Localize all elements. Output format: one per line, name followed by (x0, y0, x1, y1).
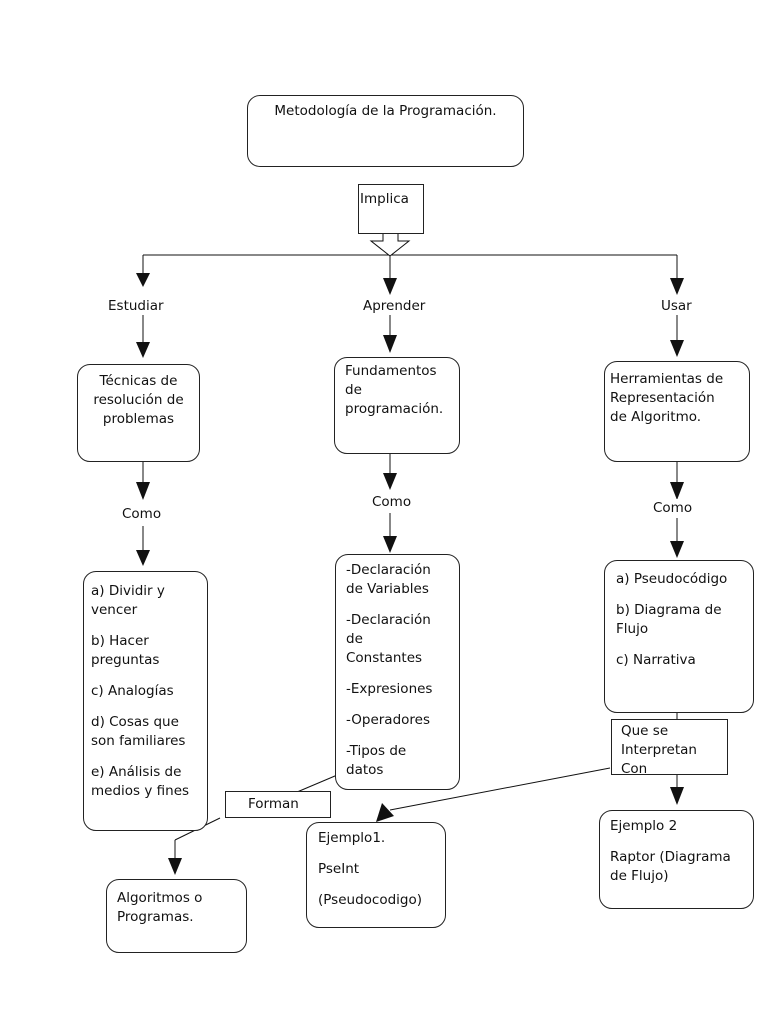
list-item-text: c) Analogías (91, 683, 174, 699)
interpretan-box: Que se Interpretan Con (611, 719, 728, 775)
topic-box-estudiar: Técnicas de resolución de problemas (77, 364, 200, 462)
list-item-text: b) Diagrama de (616, 602, 722, 618)
arrowhead (383, 278, 397, 295)
list-item: b) Hacer preguntas (91, 632, 207, 670)
list-item-text: son familiares (91, 733, 186, 749)
topic-line: problemas (102, 411, 175, 427)
topic-line: Técnicas de (99, 373, 178, 389)
list-item-text: preguntas (91, 652, 160, 668)
example-line: PseInt (318, 861, 360, 877)
root-node: Metodología de la Programación. (247, 95, 524, 167)
arrowhead (670, 278, 684, 295)
implica-label: Implica (360, 191, 409, 207)
list-item-text: datos (346, 762, 384, 778)
list-item-text: Constantes (346, 650, 423, 666)
list-item: c) Analogías (91, 682, 207, 701)
como-label-usar: Como (653, 499, 693, 517)
arrowhead (383, 335, 397, 353)
list-item-text: d) Cosas que (91, 714, 179, 730)
list-item: -Expresiones (346, 680, 459, 699)
example-line: (Pseudocodigo) (318, 892, 422, 908)
example-line: Raptor (Diagrama (610, 849, 731, 865)
list-item: a) Pseudocódigo (616, 570, 753, 589)
example-line: de Flujo) (610, 868, 669, 884)
arrowhead (670, 340, 684, 357)
forman-label: Forman (248, 796, 299, 812)
topic-line: de (345, 382, 362, 398)
algoritmos-line: Algoritmos o (117, 890, 203, 906)
topic-line: de Algoritmo. (610, 409, 702, 425)
forman-box: Forman (225, 791, 331, 818)
arrowhead (136, 273, 150, 287)
como-label-aprender: Como (372, 493, 412, 511)
list-item-text: -Declaración (346, 612, 431, 628)
topic-line: Herramientas de (610, 371, 724, 387)
block-arrow-icon (369, 232, 411, 257)
interpretan-connector (389, 767, 611, 811)
interpretan-line: Que se (621, 723, 669, 739)
list-item-text: c) Narrativa (616, 652, 696, 668)
topic-line: Representación (610, 390, 715, 406)
list-box-usar: a) Pseudocódigo b) Diagrama de Flujo c) … (604, 560, 754, 713)
list-item: -Operadores (346, 711, 459, 730)
interpretan-line: Interpretan (621, 742, 697, 758)
example-box-1: Ejemplo1. PseInt (Pseudocodigo) (306, 822, 446, 928)
list-item-text: e) Análisis de (91, 764, 182, 780)
verb-usar: Usar (661, 297, 692, 315)
algoritmos-box: Algoritmos o Programas. (106, 879, 247, 953)
list-item-text: -Tipos de (346, 743, 407, 759)
example-line: Ejemplo 2 (610, 818, 678, 834)
list-item: e) Análisis de medios y fines (91, 763, 207, 801)
arrowhead (383, 536, 397, 553)
interpretan-line: Con (621, 761, 648, 775)
list-box-aprender: -Declaración de Variables -Declaración d… (335, 554, 460, 790)
list-item: -Tipos de datos (346, 742, 459, 780)
arrowhead (136, 550, 150, 566)
implica-box: Implica (358, 184, 424, 234)
list-box-estudiar: a) Dividir y vencer b) Hacer preguntas c… (83, 571, 208, 831)
list-item-text: de (346, 631, 363, 647)
list-item-text: -Declaración (346, 562, 431, 578)
list-item-text: -Operadores (346, 712, 430, 728)
list-item-text: a) Pseudocódigo (616, 571, 728, 587)
list-item-text: vencer (91, 602, 138, 618)
list-item-text: -Expresiones (346, 681, 433, 697)
arrowhead (168, 858, 182, 875)
como-label-estudiar: Como (122, 505, 162, 523)
arrowhead (670, 787, 684, 805)
topic-line: resolución de (93, 392, 184, 408)
list-item-text: b) Hacer (91, 633, 149, 649)
list-item: d) Cosas que son familiares (91, 713, 207, 751)
algoritmos-line: Programas. (117, 909, 194, 925)
topic-line: Fundamentos (345, 363, 437, 379)
list-item: c) Narrativa (616, 651, 753, 670)
list-item-text: medios y fines (91, 783, 190, 799)
arrowhead (383, 473, 397, 490)
list-item: -Declaración de Variables (346, 561, 459, 599)
arrowhead (670, 541, 684, 558)
topic-box-aprender: Fundamentos de programación. (334, 357, 460, 454)
topic-line: programación. (345, 401, 444, 417)
arrowhead (136, 342, 150, 358)
example-line: Ejemplo1. (318, 830, 386, 846)
verb-aprender: Aprender (363, 297, 426, 315)
verb-estudiar: Estudiar (108, 297, 164, 315)
list-item: a) Dividir y vencer (91, 582, 207, 620)
list-item-text: de Variables (346, 581, 429, 597)
topic-box-usar: Herramientas de Representación de Algori… (604, 361, 750, 462)
list-item-text: Flujo (616, 621, 649, 637)
root-title: Metodología de la Programación. (274, 103, 497, 119)
arrowhead (670, 482, 684, 500)
list-item: -Declaración de Constantes (346, 611, 459, 668)
example-box-2: Ejemplo 2 Raptor (Diagrama de Flujo) (599, 810, 754, 909)
list-item: b) Diagrama de Flujo (616, 601, 753, 639)
arrowhead (136, 482, 150, 500)
list-item-text: a) Dividir y (91, 583, 165, 599)
arrowhead (376, 803, 394, 822)
